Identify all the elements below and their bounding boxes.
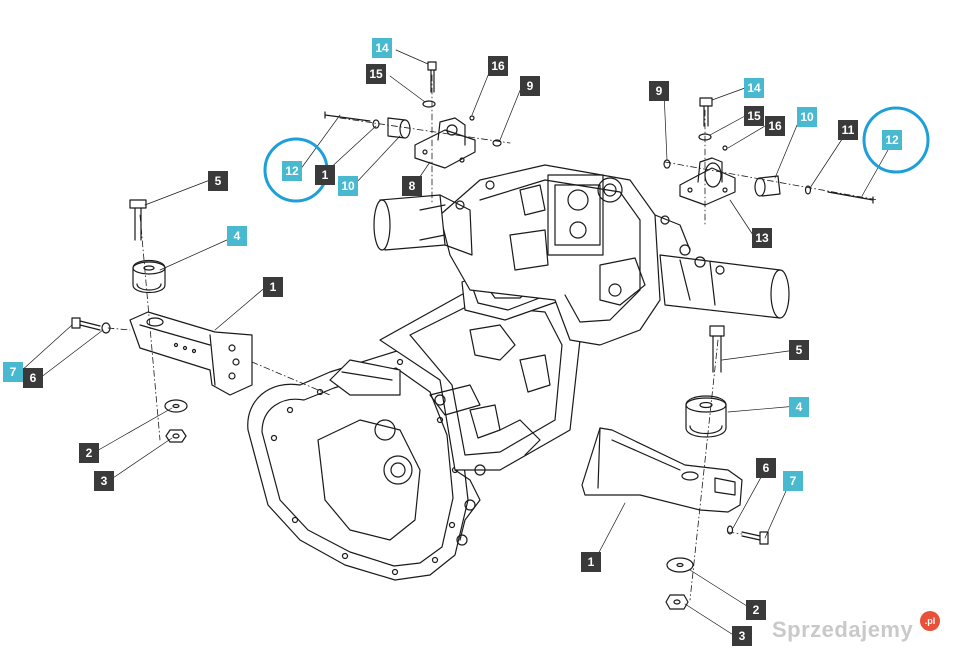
callout-4: 4: [227, 226, 247, 246]
callout-1: 1: [263, 277, 283, 297]
callout-15: 15: [744, 106, 764, 126]
callout-1: 1: [581, 552, 601, 572]
callout-12: 12: [282, 161, 302, 181]
left-upper-mount-group: [324, 61, 511, 206]
right-front-mount-group: [581, 325, 769, 610]
left-front-mount-group: [71, 199, 331, 443]
watermark-badge: .pl: [920, 611, 940, 631]
callout-1: 1: [315, 165, 335, 185]
callout-8: 8: [402, 176, 422, 196]
callout-12: 12: [882, 130, 902, 150]
callout-11: 11: [838, 120, 858, 140]
right-upper-mount-group: [663, 97, 879, 226]
callout-2: 2: [746, 600, 766, 620]
callout-16: 16: [488, 56, 508, 76]
callout-15: 15: [366, 64, 386, 84]
callout-10: 10: [338, 176, 358, 196]
callout-3: 3: [94, 471, 114, 491]
watermark-text: Sprzedajemy: [772, 617, 914, 642]
callout-5: 5: [789, 340, 809, 360]
callout-3: 3: [732, 626, 752, 646]
callout-6: 6: [756, 458, 776, 478]
callout-7: 7: [3, 362, 23, 382]
callout-6: 6: [23, 368, 43, 388]
callout-16: 16: [765, 116, 785, 136]
callout-10: 10: [797, 107, 817, 127]
callout-4: 4: [789, 397, 809, 417]
callout-9: 9: [649, 81, 669, 101]
callout-2: 2: [79, 443, 99, 463]
callout-14: 14: [744, 78, 764, 98]
transmission-housing: [247, 164, 790, 581]
highlight-circle-right: [862, 106, 930, 174]
callout-13: 13: [752, 228, 772, 248]
callout-14: 14: [372, 38, 392, 58]
callout-7: 7: [783, 471, 803, 491]
leader-lines: [19, 49, 889, 637]
callout-9: 9: [520, 76, 540, 96]
callout-5: 5: [208, 171, 228, 191]
